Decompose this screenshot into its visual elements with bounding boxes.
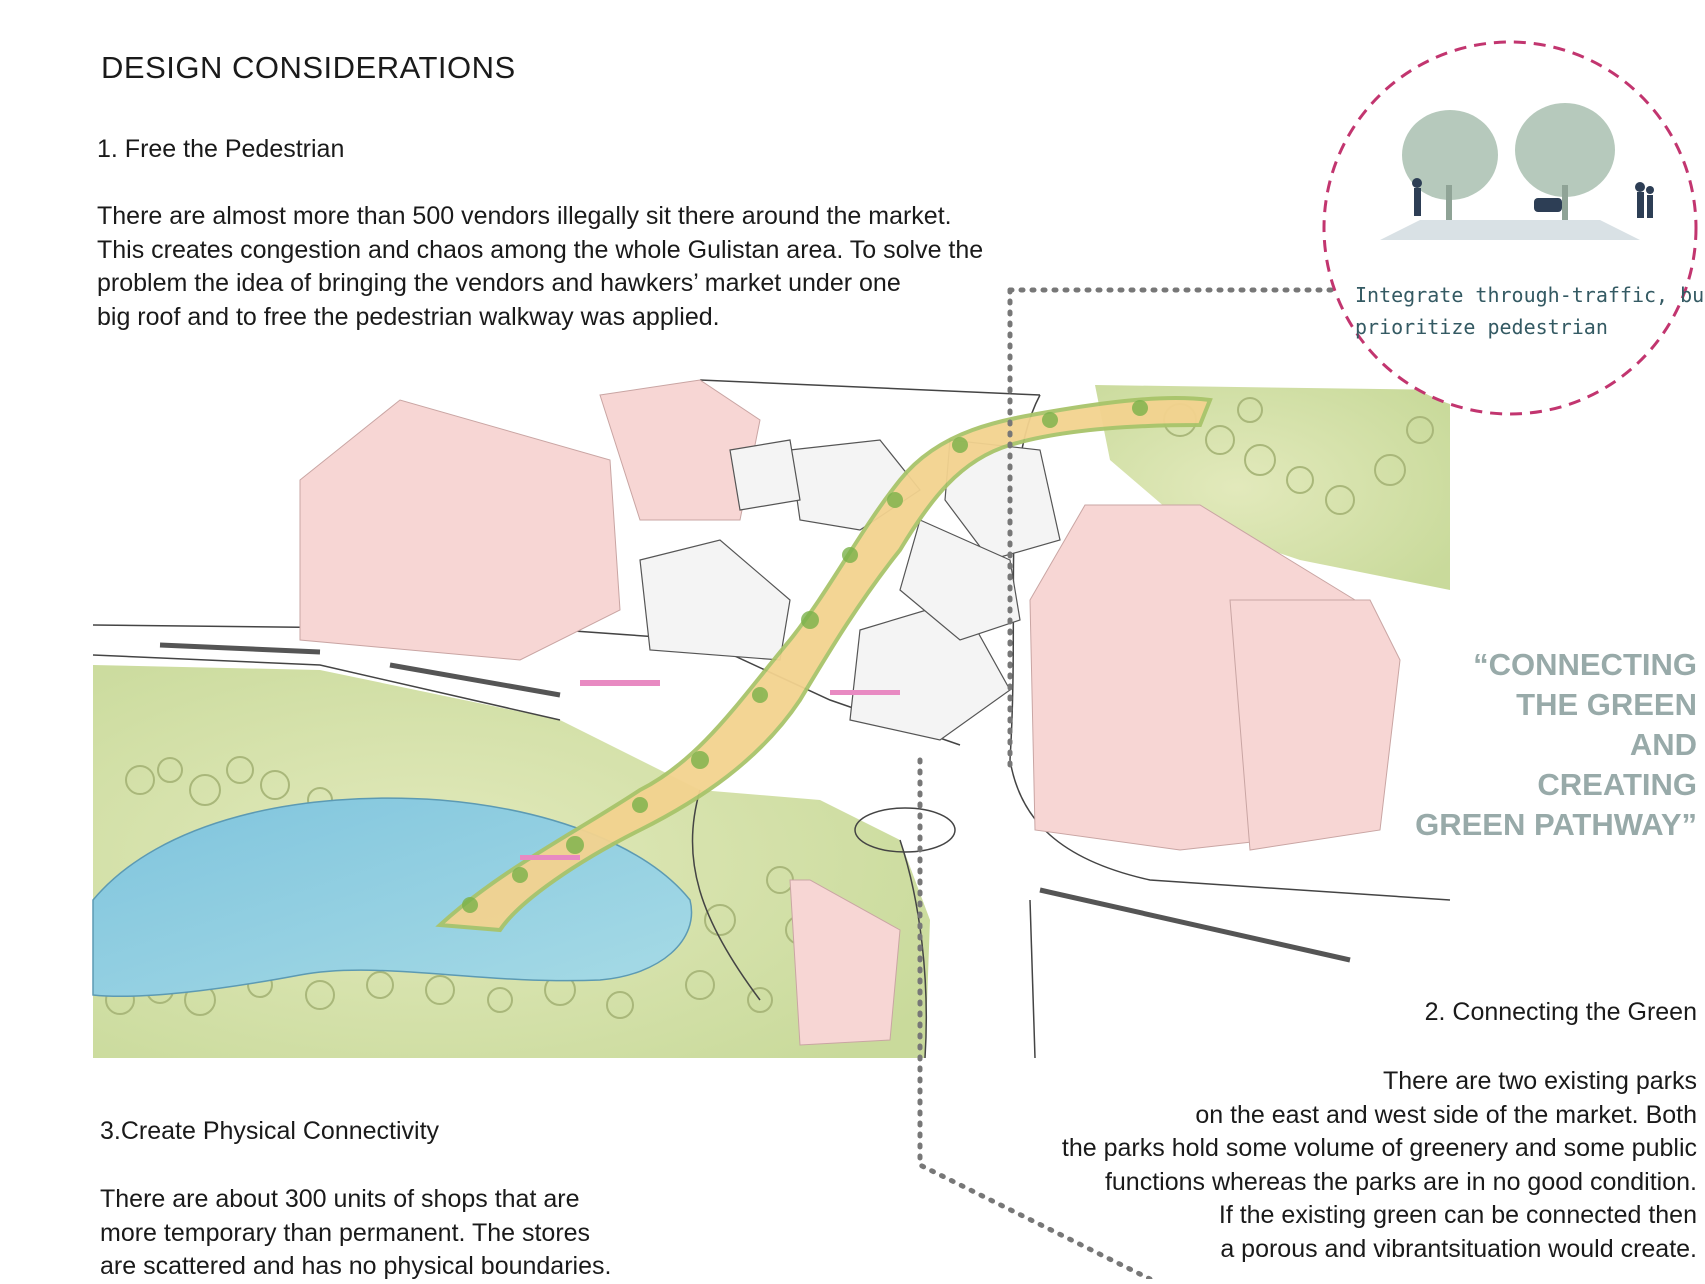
section-3-line: more temporary than permanent. The store… (100, 1218, 591, 1247)
walkway-trees (462, 400, 1148, 913)
callout-illustration (1380, 103, 1654, 240)
pink-buildings (299, 379, 1401, 1046)
section-1-line: There are almost more than 500 vendors i… (97, 202, 952, 230)
section-2-line: functions whereas the parks are in no go… (1104, 1167, 1697, 1196)
section-2-line: If the existing green can be connected t… (1218, 1201, 1697, 1229)
section-2-line: on the east and west side of the market.… (1195, 1100, 1697, 1129)
section-2-heading: 2. Connecting the Green (1424, 998, 1697, 1026)
tree-clusters-east (1163, 397, 1434, 515)
section-1-body: There are almost more than 500 vendors i… (97, 200, 983, 334)
callout-line: Integrate through-traffic, but (1355, 283, 1705, 307)
page-title: DESIGN CONSIDERATIONS (101, 50, 516, 85)
pull-quote: “CONNECTING THE GREEN AND CREATING GREEN… (1415, 645, 1697, 845)
quote-line: CREATING (1537, 767, 1697, 802)
section-3-line: are scattered and has no physical bounda… (100, 1252, 612, 1280)
quote-line: GREEN PATHWAY” (1415, 807, 1697, 842)
pink-figures (520, 680, 900, 860)
callout-caption: Integrate through-traffic, but prioritiz… (1355, 279, 1705, 343)
quote-line: AND (1629, 727, 1697, 762)
section-2-line: a porous and vibrantsituation would crea… (1220, 1234, 1697, 1263)
dotted-connectors (917, 287, 1343, 1279)
lake (92, 797, 693, 998)
section-1-line: big roof and to free the pedestrian walk… (97, 302, 720, 331)
section-2-line: There are two existing parks (1382, 1067, 1697, 1095)
section-1-line: problem the idea of bringing the vendors… (97, 269, 901, 297)
section-2-body: There are two existing parks on the east… (1062, 1065, 1697, 1266)
section-3-line: There are about 300 units of shops that … (100, 1185, 580, 1213)
section-1-line: This creates congestion and chaos among … (97, 235, 984, 264)
section-2-line: the parks hold some volume of greenery a… (1061, 1134, 1697, 1162)
quote-line: THE GREEN (1516, 687, 1697, 722)
section-3-heading: 3.Create Physical Connectivity (100, 1117, 440, 1145)
green-walkway (435, 396, 1213, 933)
callout-line: prioritize pedestrian (1355, 315, 1608, 339)
roundabout (854, 807, 956, 853)
quote-line: “CONNECTING (1473, 647, 1697, 682)
section-3-body: There are about 300 units of shops that … (100, 1183, 611, 1284)
section-1-heading: 1. Free the Pedestrian (97, 135, 345, 163)
